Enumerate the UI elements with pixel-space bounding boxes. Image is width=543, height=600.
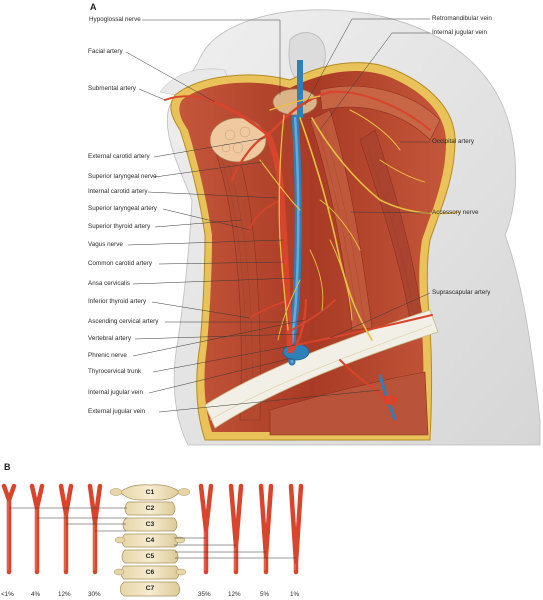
vertebra-label-c3: C3 xyxy=(145,521,155,528)
cervical-spine xyxy=(109,484,191,597)
label-vagus-nerve: Vagus nerve xyxy=(88,241,123,248)
label-phrenic-nerve: Phrenic nerve xyxy=(88,352,127,359)
right-leader-lines xyxy=(304,18,431,339)
label-external-carotid-artery: External carotid artery xyxy=(88,153,150,160)
vertebra-label-c7: C7 xyxy=(145,585,155,592)
carotid-bifurcation-variants xyxy=(1,483,304,575)
percentage-variant-2: 4% xyxy=(31,591,41,598)
clavicle-region xyxy=(204,309,439,436)
percentage-variant-1: <1% xyxy=(1,591,14,598)
vertebra-label-c2: C2 xyxy=(145,505,155,512)
percentage-variant-4: 30% xyxy=(88,591,101,598)
percentage-variant-5: 35% xyxy=(198,591,211,598)
label-superior-laryngeal-nerve: Superior laryngeal nerve xyxy=(88,173,157,180)
label-ascending-cervical-artery: Ascending cervical artery xyxy=(88,318,159,325)
label-common-carotid-artery: Common carotid artery xyxy=(88,260,153,267)
label-superior-thyroid-artery: Superior thyroid artery xyxy=(88,223,151,230)
label-suprascapular-artery: Suprascapular artery xyxy=(432,289,491,296)
label-thyrocervical-trunk: Thyrocervical trunk xyxy=(88,368,142,375)
label-ansa-cervicalis: Ansa cervicalis xyxy=(88,280,130,287)
percentage-variant-7: 5% xyxy=(260,591,270,598)
label-occipital-artery: Occipital artery xyxy=(432,138,474,145)
label-inferior-thyroid-artery: Inferior thyroid artery xyxy=(88,298,147,305)
percentage-variant-6: 12% xyxy=(228,591,241,598)
bifurcation-highlight xyxy=(7,501,296,571)
label-external-jugular-vein: External jugular vein xyxy=(88,408,146,415)
vertebra-label-c6: C6 xyxy=(145,569,155,576)
panel-a-letter: A xyxy=(90,2,97,12)
label-internal-jugular-vein: Internal jugular vein xyxy=(88,389,143,396)
label-internal-carotid-artery: Internal carotid artery xyxy=(88,188,148,195)
label-submental-artery: Submental artery xyxy=(88,85,136,92)
label-internal-jugular-vein-right: Internal jugular vein xyxy=(432,29,487,36)
left-leader-lines xyxy=(125,19,381,413)
vertebra-label-c5: C5 xyxy=(145,553,155,560)
label-retromandibular-vein: Retromandibular vein xyxy=(432,15,492,22)
percentage-variant-8: 1% xyxy=(290,591,300,598)
label-superior-laryngeal-artery: Superior laryngeal artery xyxy=(88,205,157,212)
vertebra-label-c4: C4 xyxy=(145,537,155,544)
nerves xyxy=(259,95,461,341)
label-facial-artery: Facial artery xyxy=(88,48,123,55)
panel-b-letter: B xyxy=(4,462,11,472)
label-hypoglossal-nerve: Hypoglossal nerve xyxy=(89,16,141,23)
percentage-variant-3: 12% xyxy=(58,591,71,598)
vertebra-label-c1: C1 xyxy=(145,489,155,496)
label-accessory-nerve: Accessory nerve xyxy=(432,209,479,216)
level-lines xyxy=(9,507,296,559)
label-vertebral-artery: Vertebral artery xyxy=(88,335,132,342)
arteries xyxy=(164,90,433,405)
